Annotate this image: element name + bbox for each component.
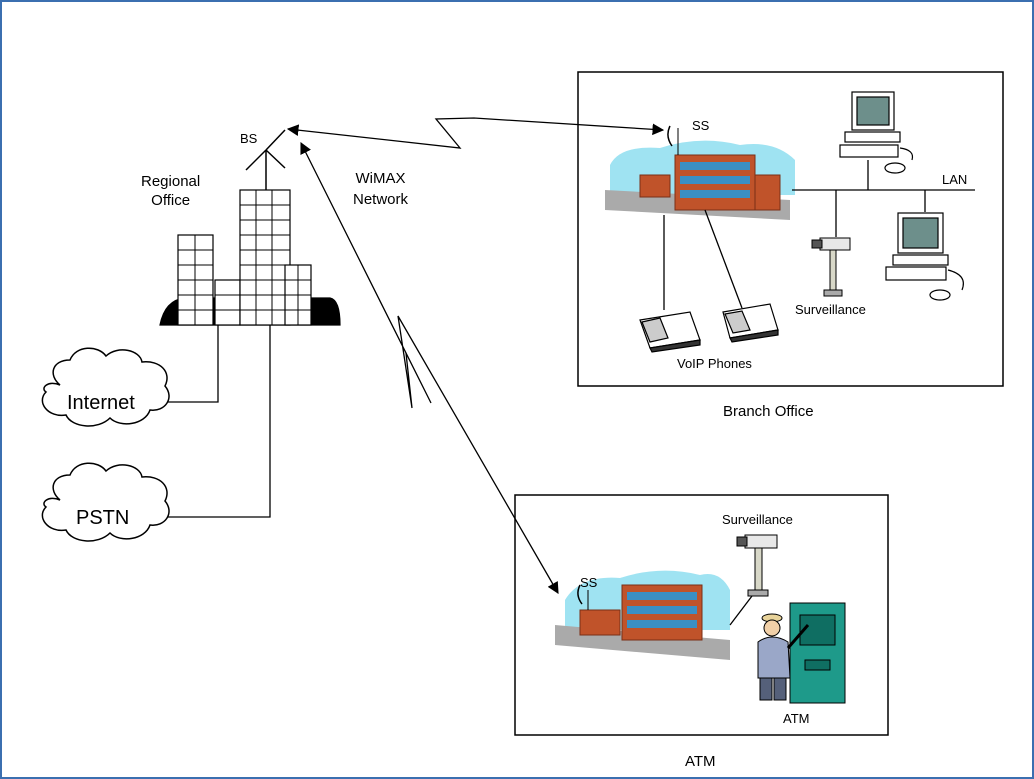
branch-surveillance-camera-icon [811,237,851,297]
pstn-label: PSTN [76,507,130,529]
voip-phones-label: VoIP Phones [677,356,752,371]
regional-office-building [159,189,341,326]
regional-office-label: Regional Office [141,173,201,209]
computer-2-icon [885,212,964,301]
atm-site-building [555,570,730,660]
atm-surveillance-camera-icon [736,534,778,597]
branch-office-building [605,125,795,220]
branch-ss-label: SS [692,118,710,133]
pstn-cloud-icon [41,462,170,542]
branch-surveillance-label: Surveillance [795,302,866,317]
bs-antenna-icon [245,129,286,190]
computer-1-icon [839,91,914,174]
branch-office-label: Branch Office [723,403,814,420]
atm-camera-wire [729,595,753,626]
internet-label: Internet [67,392,135,414]
bs-label: BS [240,131,258,146]
lan-label: LAN [942,172,968,187]
atm-machine-label: ATM [783,711,810,726]
atm-site-box [514,494,889,736]
regional-office-wires [168,325,271,518]
wimax-wireless-links [286,117,665,595]
voip-phone-1-icon [639,311,701,353]
internet-cloud-icon [41,347,170,427]
atm-surveillance-label: Surveillance [722,512,793,527]
atm-caption-label: ATM [685,753,716,770]
branch-office-box [577,71,1004,387]
atm-user-person-icon [757,613,810,701]
atm-machine-icon [789,602,846,704]
branch-lan-wiring [663,160,975,310]
atm-ss-label: SS [580,575,598,590]
wimax-network-label: WiMAX Network [353,170,409,208]
voip-phone-2-icon [722,303,779,343]
